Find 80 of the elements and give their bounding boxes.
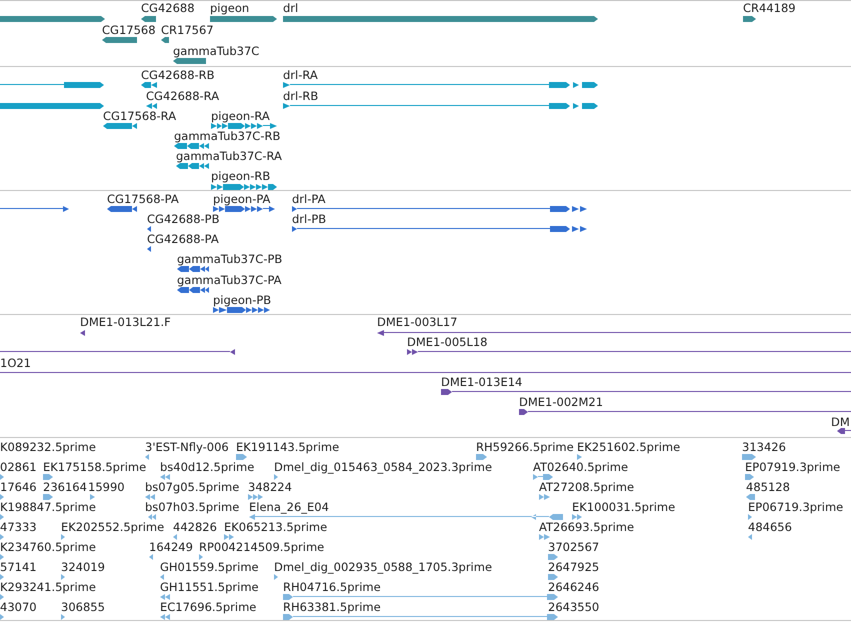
clone-label: DME1-013E14 <box>441 376 522 389</box>
est-label: 164249 <box>149 541 193 554</box>
est-label: K198847.5prime <box>0 501 96 514</box>
transcript-label: pigeon-PB <box>213 294 272 307</box>
est-label: 236164 <box>43 481 87 494</box>
est-label: Dmel_dig_015463_0584_2023.3prime <box>274 461 492 474</box>
est-label: 313426 <box>742 441 786 454</box>
est-label: EK191143.5prime <box>236 441 340 454</box>
transcript-label: pigeon-PA <box>213 193 270 206</box>
transcript-label: CG42688-PA <box>147 233 219 246</box>
est-label: 324019 <box>61 561 105 574</box>
est-label: 02861 <box>0 461 37 474</box>
transcript-label: CG17568-PA <box>107 193 179 206</box>
est-label: 2643550 <box>548 601 600 614</box>
est-label: K234760.5prime <box>0 541 96 554</box>
est-label: 348224 <box>248 481 292 494</box>
est-label: RP004214509.5prime <box>199 541 324 554</box>
est-label: bs07g05.5prime <box>145 481 240 494</box>
est-label: bs07h03.5prime <box>145 501 240 514</box>
est-label: 3702567 <box>548 541 600 554</box>
clone-label: DME1-003L17 <box>377 316 458 329</box>
transcript-label: CG42688-PB <box>147 213 220 226</box>
clone-label: DME1-013L21.F <box>80 316 171 329</box>
est-label: EP07919.3prime <box>745 461 840 474</box>
transcript-label: gammaTub37C-RA <box>176 150 282 163</box>
transcript-label: gammaTub37C-RB <box>174 130 280 143</box>
gene-label: CG17568 <box>102 24 156 37</box>
gene-label: drl <box>283 2 298 15</box>
est-label: EP06719.3prime <box>748 501 844 514</box>
est-label: 2646246 <box>548 581 600 594</box>
est-label: EC17696.5prime <box>160 601 256 614</box>
est-label: 3'EST-Nfly-006 <box>145 441 229 454</box>
est-label: EK065213.5prime <box>224 521 328 534</box>
est-label: K293241.5prime <box>0 581 96 594</box>
clone-label: DME1-005L18 <box>407 336 488 349</box>
est-label: bs40d12.5prime <box>160 461 254 474</box>
est-label: Dmel_dig_002935_0588_1705.3prime <box>274 561 492 574</box>
gene-label: CR17567 <box>161 24 214 37</box>
est-label: K089232.5prime <box>0 441 96 454</box>
gene-label: gammaTub37C <box>173 45 260 58</box>
est-label: EK251602.5prime <box>577 441 680 454</box>
est-label: RH63381.5prime <box>283 601 381 614</box>
gene-label: pigeon <box>210 2 250 15</box>
est-label: EK100031.5prime <box>572 501 676 514</box>
est-label: RH04716.5prime <box>283 581 381 594</box>
est-label: Elena_26_E04 <box>249 501 329 514</box>
est-label: AT27208.5prime <box>539 481 634 494</box>
gene-label: CG42688 <box>141 2 195 15</box>
clone-label: DME1-002M21 <box>519 396 604 409</box>
transcript-label: pigeon-RA <box>211 110 270 123</box>
est-label: 485128 <box>746 481 790 494</box>
est-label: 57141 <box>0 561 37 574</box>
est-label: 43070 <box>0 601 37 614</box>
transcript-label: pigeon-RB <box>211 170 270 183</box>
est-label: EK175158.5prime <box>43 461 146 474</box>
clone-label: DM <box>831 416 850 429</box>
transcript-label: CG42688-RB <box>141 69 215 82</box>
est-label: 15990 <box>88 481 125 494</box>
est-label: AT02640.5prime <box>533 461 628 474</box>
gene-label: CR44189 <box>743 2 796 15</box>
est-label: AT26693.5prime <box>539 521 634 534</box>
transcript-label: drl-PB <box>292 213 326 226</box>
transcript-label: drl-RB <box>283 90 318 103</box>
transcript-label: CG17568-RA <box>103 110 176 123</box>
est-label: 442826 <box>173 521 217 534</box>
est-label: 306855 <box>61 601 105 614</box>
transcript-label: CG42688-RA <box>146 90 220 103</box>
est-label: 484656 <box>748 521 792 534</box>
transcript-label: gammaTub37C-PB <box>177 253 282 266</box>
transcript-label: drl-RA <box>283 69 318 82</box>
est-label: 47333 <box>0 521 37 534</box>
est-label: 17646 <box>0 481 37 494</box>
est-label: GH01559.5prime <box>160 561 259 574</box>
est-label: 2647925 <box>548 561 600 574</box>
est-label: EK202552.5prime <box>61 521 164 534</box>
est-label: RH59266.5prime <box>476 441 574 454</box>
transcript-label: drl-PA <box>292 193 326 206</box>
clone-label: 1O21 <box>0 357 32 370</box>
est-label: GH11551.5prime <box>160 581 259 594</box>
transcript-label: gammaTub37C-PA <box>177 274 282 287</box>
